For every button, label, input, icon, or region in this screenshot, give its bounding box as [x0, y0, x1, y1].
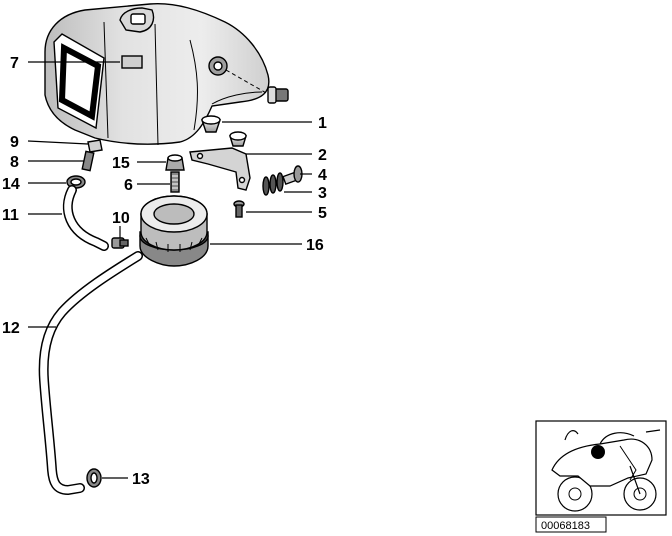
bracket: [189, 147, 251, 191]
document-number-box: 00068183: [535, 516, 607, 533]
callout-8: 8: [10, 154, 19, 171]
callouts: 7 9 8 14 11 10 15 6 1 2 4 3 5 16 12 13: [2, 55, 327, 488]
screw: [233, 200, 245, 218]
motorcycle-thumbnail: [535, 420, 667, 516]
callout-9: 9: [10, 134, 19, 151]
hose-end-clamp: [86, 468, 102, 488]
fuel-tank: [44, 2, 270, 146]
callout-15: 15: [112, 155, 130, 172]
callout-3: 3: [318, 185, 327, 202]
callout-13: 13: [132, 471, 150, 488]
callout-16: 16: [306, 237, 324, 254]
plug-screw: [111, 237, 129, 249]
callout-5: 5: [318, 205, 327, 222]
pin: [282, 165, 303, 186]
callout-11: 11: [2, 207, 19, 224]
long-hose: [38, 251, 143, 496]
spring-rings: [262, 172, 284, 196]
filler-cap: [139, 195, 209, 267]
stud: [170, 171, 180, 193]
callout-1: 1: [318, 115, 327, 132]
callout-2: 2: [318, 147, 327, 164]
document-number: 00068183: [541, 520, 590, 532]
callout-4: 4: [318, 167, 327, 184]
callout-12: 12: [2, 320, 20, 337]
tank-screw: [225, 69, 289, 104]
short-hose: [63, 185, 109, 251]
drain-plug: [87, 139, 103, 153]
hose-clamp: [66, 175, 86, 189]
callout-10: 10: [112, 210, 130, 227]
callout-6: 6: [124, 177, 133, 194]
rubber-buffer: [201, 115, 247, 147]
leader-lines: [27, 61, 312, 479]
callout-7: 7: [10, 55, 19, 72]
hex-nut: [165, 154, 185, 171]
callout-14: 14: [2, 176, 20, 193]
nipple: [81, 150, 95, 172]
